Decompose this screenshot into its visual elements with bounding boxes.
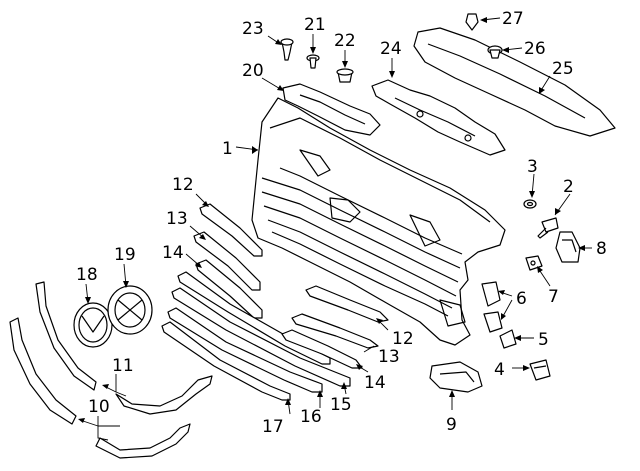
bolt-2	[537, 217, 559, 239]
callout-21: 21	[304, 15, 326, 35]
callout-20: 20	[242, 61, 264, 81]
callout-4: 4	[494, 360, 505, 380]
callout-12-lower: 12	[392, 329, 414, 349]
callout-24: 24	[380, 39, 402, 59]
nut-7	[525, 255, 543, 271]
callout-10: 10	[88, 397, 110, 417]
callout-19: 19	[114, 245, 136, 265]
callout-9: 9	[446, 415, 457, 435]
callout-3: 3	[527, 157, 538, 177]
callout-22: 22	[334, 31, 356, 51]
clip-5	[499, 329, 517, 349]
callout-25: 25	[552, 59, 574, 79]
grille-assembly	[251, 97, 506, 346]
callout-17: 17	[262, 417, 284, 437]
callout-15: 15	[330, 395, 352, 415]
lower-molding-11	[35, 281, 213, 415]
callout-13-upper: 13	[166, 209, 188, 229]
callout-14-upper: 14	[162, 243, 184, 263]
emblem-base-19	[107, 285, 153, 335]
callout-12-upper: 12	[172, 175, 194, 195]
bracket-8	[555, 231, 581, 263]
center-bracket	[371, 79, 506, 156]
brackets-6	[481, 281, 503, 333]
fastener-21	[306, 54, 320, 69]
callout-16: 16	[300, 407, 322, 427]
leader-lines	[78, 17, 592, 441]
callout-5: 5	[538, 330, 549, 350]
bracket-9	[429, 361, 483, 393]
fastener-23	[280, 38, 294, 61]
callout-7: 7	[548, 287, 559, 307]
nut-3	[523, 199, 537, 209]
callout-2: 2	[563, 177, 574, 197]
clip-4	[529, 359, 551, 381]
callout-26: 26	[524, 39, 546, 59]
callout-13-lower: 13	[378, 347, 400, 367]
callout-6: 6	[516, 289, 527, 309]
clip-26	[487, 45, 503, 59]
upper-bracket	[282, 83, 381, 136]
callout-8: 8	[596, 239, 607, 259]
molding-strips	[161, 203, 389, 401]
clip-27	[465, 13, 479, 31]
callout-18: 18	[76, 265, 98, 285]
callout-27: 27	[502, 9, 524, 29]
callout-14-lower: 14	[364, 373, 386, 393]
lower-molding-10	[9, 317, 191, 459]
callout-11: 11	[112, 356, 134, 376]
emblem-18	[73, 302, 113, 348]
clip-22	[336, 68, 354, 83]
callout-23: 23	[242, 19, 264, 39]
callout-1: 1	[222, 139, 233, 159]
callout-labels: 1 2 3 4 5 6 7 8 9 10 11 12 12 13 13 14 1…	[76, 9, 607, 437]
